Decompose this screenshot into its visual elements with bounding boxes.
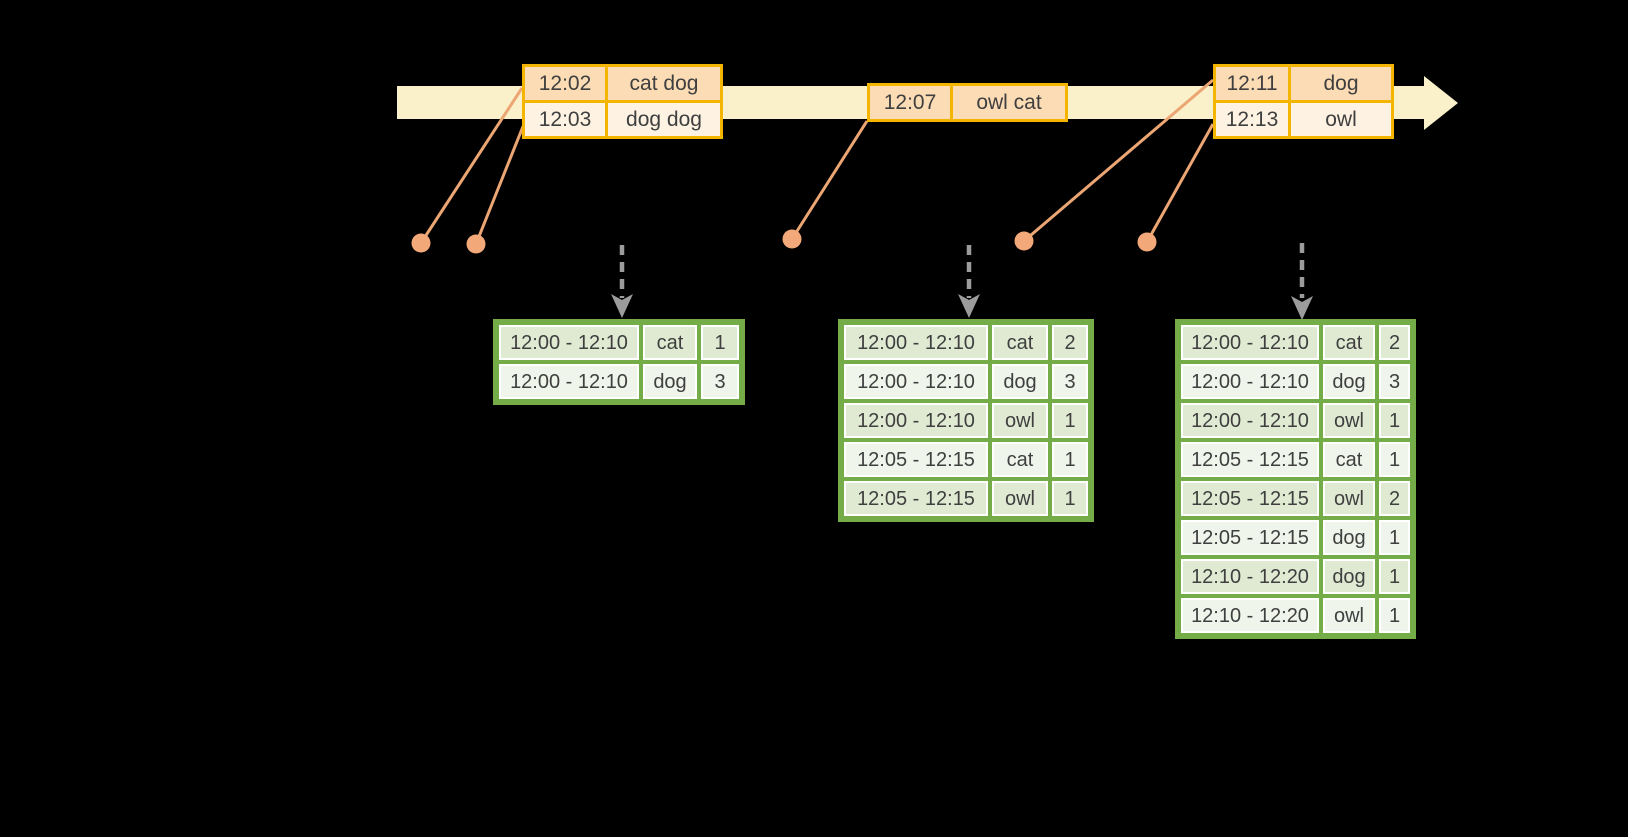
result-count-cell: 1 xyxy=(1381,522,1408,553)
result-word-cell: owl xyxy=(1325,405,1373,436)
event-time-dot xyxy=(782,229,802,249)
result-window-cell: 12:00 - 12:10 xyxy=(1183,327,1317,358)
event-marker-line xyxy=(1023,78,1214,243)
event-time-dot xyxy=(1137,232,1157,252)
result-count-cell: 1 xyxy=(1381,405,1408,436)
result-window-cell: 12:10 - 12:20 xyxy=(1183,600,1317,631)
result-count-cell: 1 xyxy=(1054,405,1086,436)
result-row: 12:05 - 12:15 cat 1 xyxy=(846,444,1086,475)
event-marker-line xyxy=(474,123,526,245)
event-time-dot xyxy=(411,233,431,253)
result-window-cell: 12:05 - 12:15 xyxy=(1183,522,1317,553)
result-word-cell: cat xyxy=(645,327,695,358)
result-row: 12:05 - 12:15 owl 1 xyxy=(846,483,1086,514)
result-word-cell: cat xyxy=(1325,444,1373,475)
result-count-cell: 2 xyxy=(1381,483,1408,514)
event-marker-line xyxy=(419,87,524,244)
timeline-arrowhead xyxy=(1424,76,1458,130)
result-window-cell: 12:05 - 12:15 xyxy=(1183,444,1317,475)
result-row: 12:00 - 12:10 dog 3 xyxy=(1183,366,1408,397)
result-word-cell: dog xyxy=(1325,561,1373,592)
result-window-cell: 12:00 - 12:10 xyxy=(846,405,986,436)
event-words-cell: owl xyxy=(1288,100,1394,139)
result-count-cell: 1 xyxy=(703,327,737,358)
result-word-cell: dog xyxy=(994,366,1046,397)
event-time-cell: 12:07 xyxy=(867,83,953,122)
result-row: 12:00 - 12:10 cat 2 xyxy=(1183,327,1408,358)
result-window-cell: 12:00 - 12:10 xyxy=(846,366,986,397)
result-word-cell: owl xyxy=(994,405,1046,436)
result-word-cell: cat xyxy=(1325,327,1373,358)
trigger-arrow xyxy=(1291,243,1313,320)
result-count-cell: 1 xyxy=(1381,600,1408,631)
result-word-cell: owl xyxy=(1325,483,1373,514)
result-count-cell: 1 xyxy=(1054,483,1086,514)
result-row: 12:00 - 12:10 cat 2 xyxy=(846,327,1086,358)
result-window-cell: 12:00 - 12:10 xyxy=(846,327,986,358)
result-word-cell: cat xyxy=(994,327,1046,358)
result-window-cell: 12:05 - 12:15 xyxy=(1183,483,1317,514)
event-time-cell: 12:13 xyxy=(1213,100,1291,139)
result-window-cell: 12:00 - 12:10 xyxy=(1183,366,1317,397)
result-count-cell: 3 xyxy=(703,366,737,397)
result-count-cell: 3 xyxy=(1054,366,1086,397)
event-words-cell: dog xyxy=(1288,64,1394,103)
event-time-cell: 12:02 xyxy=(522,64,608,103)
event-marker-line xyxy=(790,120,869,240)
result-count-cell: 2 xyxy=(1054,327,1086,358)
result-window-cell: 12:05 - 12:15 xyxy=(846,444,986,475)
result-window-cell: 12:10 - 12:20 xyxy=(1183,561,1317,592)
result-count-cell: 1 xyxy=(1054,444,1086,475)
result-count-cell: 3 xyxy=(1381,366,1408,397)
result-row: 12:00 - 12:10 dog 3 xyxy=(846,366,1086,397)
result-row: 12:00 - 12:10 owl 1 xyxy=(846,405,1086,436)
event-time-dot xyxy=(1014,231,1034,251)
result-row: 12:00 - 12:10 owl 1 xyxy=(1183,405,1408,436)
trigger-arrow xyxy=(958,245,980,318)
result-word-cell: dog xyxy=(1325,522,1373,553)
event-time-dot xyxy=(466,234,486,254)
result-word-cell: dog xyxy=(1325,366,1373,397)
result-row: 12:05 - 12:15 dog 1 xyxy=(1183,522,1408,553)
result-row: 12:05 - 12:15 cat 1 xyxy=(1183,444,1408,475)
event-words-cell: owl cat xyxy=(950,83,1068,122)
result-row: 12:10 - 12:20 owl 1 xyxy=(1183,600,1408,631)
result-row: 12:05 - 12:15 owl 2 xyxy=(1183,483,1408,514)
result-word-cell: owl xyxy=(1325,600,1373,631)
trigger-arrow xyxy=(611,245,633,318)
event-words-cell: dog dog xyxy=(605,100,723,139)
event-marker-line xyxy=(1145,123,1215,243)
result-count-cell: 1 xyxy=(1381,561,1408,592)
event-words-cell: cat dog xyxy=(605,64,723,103)
result-window-cell: 12:00 - 12:10 xyxy=(501,327,637,358)
result-window-cell: 12:00 - 12:10 xyxy=(501,366,637,397)
result-word-cell: dog xyxy=(645,366,695,397)
result-window-cell: 12:05 - 12:15 xyxy=(846,483,986,514)
result-row: 12:00 - 12:10 dog 3 xyxy=(501,366,737,397)
result-table-1: 12:00 - 12:10 cat 1 12:00 - 12:10 dog 3 xyxy=(493,319,745,405)
event-time-cell: 12:11 xyxy=(1213,64,1291,103)
result-count-cell: 2 xyxy=(1381,327,1408,358)
result-word-cell: owl xyxy=(994,483,1046,514)
result-count-cell: 1 xyxy=(1381,444,1408,475)
result-row: 12:10 - 12:20 dog 1 xyxy=(1183,561,1408,592)
result-word-cell: cat xyxy=(994,444,1046,475)
result-window-cell: 12:00 - 12:10 xyxy=(1183,405,1317,436)
result-row: 12:00 - 12:10 cat 1 xyxy=(501,327,737,358)
event-time-cell: 12:03 xyxy=(522,100,608,139)
